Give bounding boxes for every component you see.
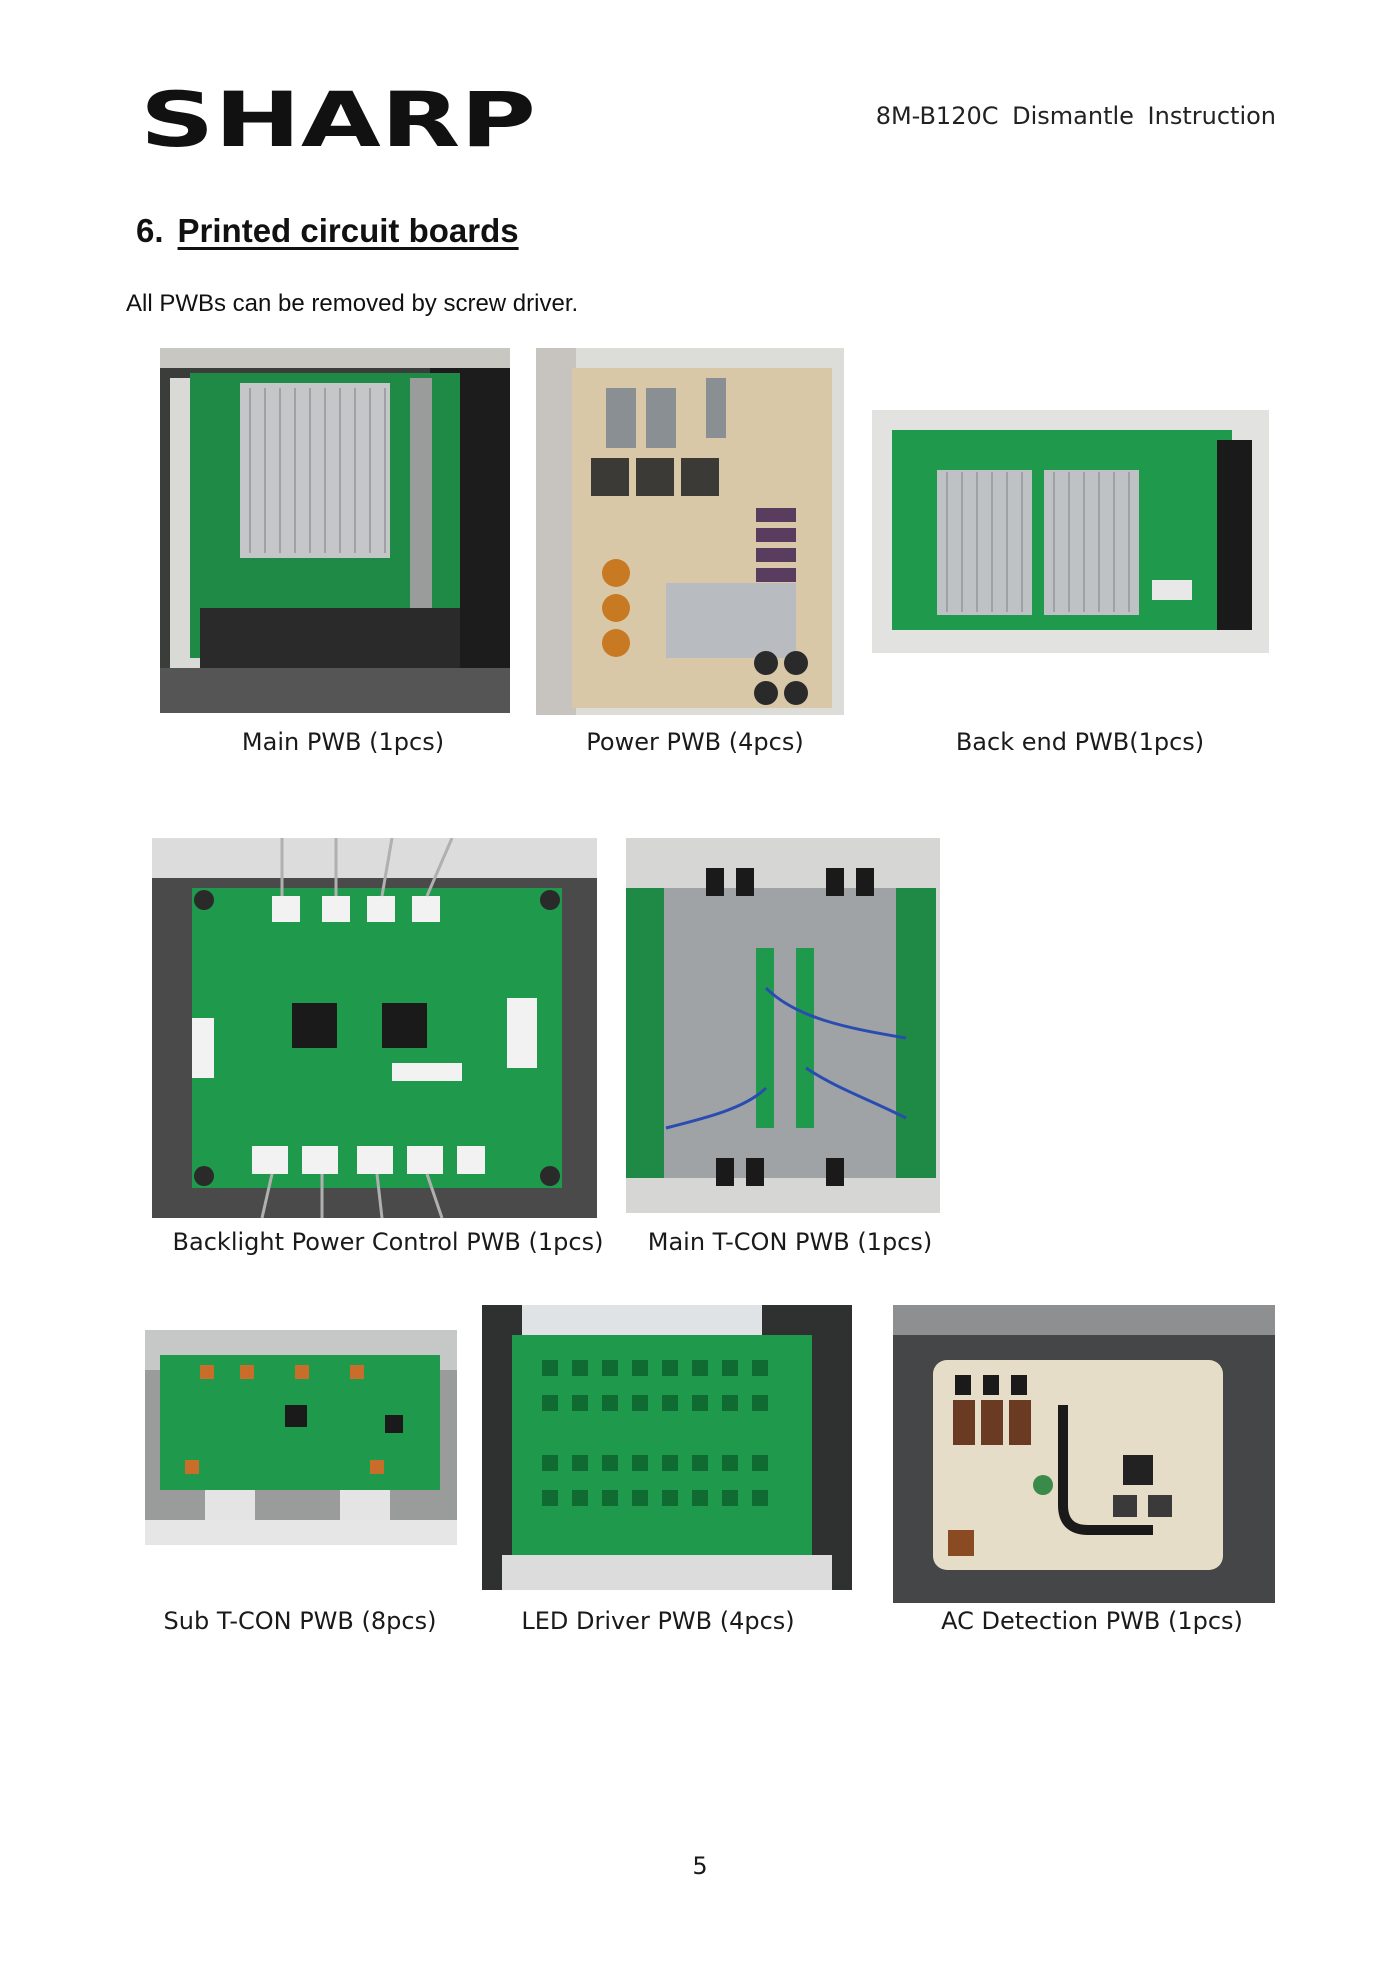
backlight-power-control-pwb-photo bbox=[152, 838, 597, 1218]
back-end-pwb-photo bbox=[872, 410, 1269, 653]
document-title: 8M-B120C Dismantle Instruction bbox=[875, 102, 1276, 130]
page-number: 5 bbox=[692, 1852, 708, 1880]
intro-text: All PWBs can be removed by screw driver. bbox=[126, 290, 579, 317]
ac-detection-pwb-photo bbox=[893, 1305, 1275, 1603]
sub-t-con-pwb-photo bbox=[145, 1330, 457, 1545]
main-t-con-pwb-caption: Main T-CON PWB (1pcs) bbox=[647, 1228, 933, 1256]
backlight-power-control-pwb-caption: Backlight Power Control PWB (1pcs) bbox=[172, 1228, 604, 1256]
svg-text:SHARP: SHARP bbox=[140, 86, 536, 154]
led-driver-pwb-caption: LED Driver PWB (4pcs) bbox=[521, 1607, 795, 1635]
section-heading: 6. Printed circuit boards bbox=[136, 212, 519, 250]
power-pwb-caption: Power PWB (4pcs) bbox=[586, 728, 804, 756]
sub-t-con-pwb-caption: Sub T-CON PWB (8pcs) bbox=[163, 1607, 437, 1635]
main-pwb-caption: Main PWB (1pcs) bbox=[241, 728, 445, 756]
led-driver-pwb-photo bbox=[482, 1305, 852, 1590]
section-number: 6. bbox=[136, 212, 164, 249]
main-t-con-pwb-photo bbox=[626, 838, 940, 1213]
section-title: Printed circuit boards bbox=[177, 212, 519, 249]
main-pwb-photo bbox=[160, 348, 510, 713]
ac-detection-pwb-caption: AC Detection PWB (1pcs) bbox=[941, 1607, 1243, 1635]
back-end-pwb-caption: Back end PWB(1pcs) bbox=[955, 728, 1205, 756]
power-pwb-photo bbox=[536, 348, 844, 715]
sharp-logo: SHARP bbox=[140, 75, 540, 164]
